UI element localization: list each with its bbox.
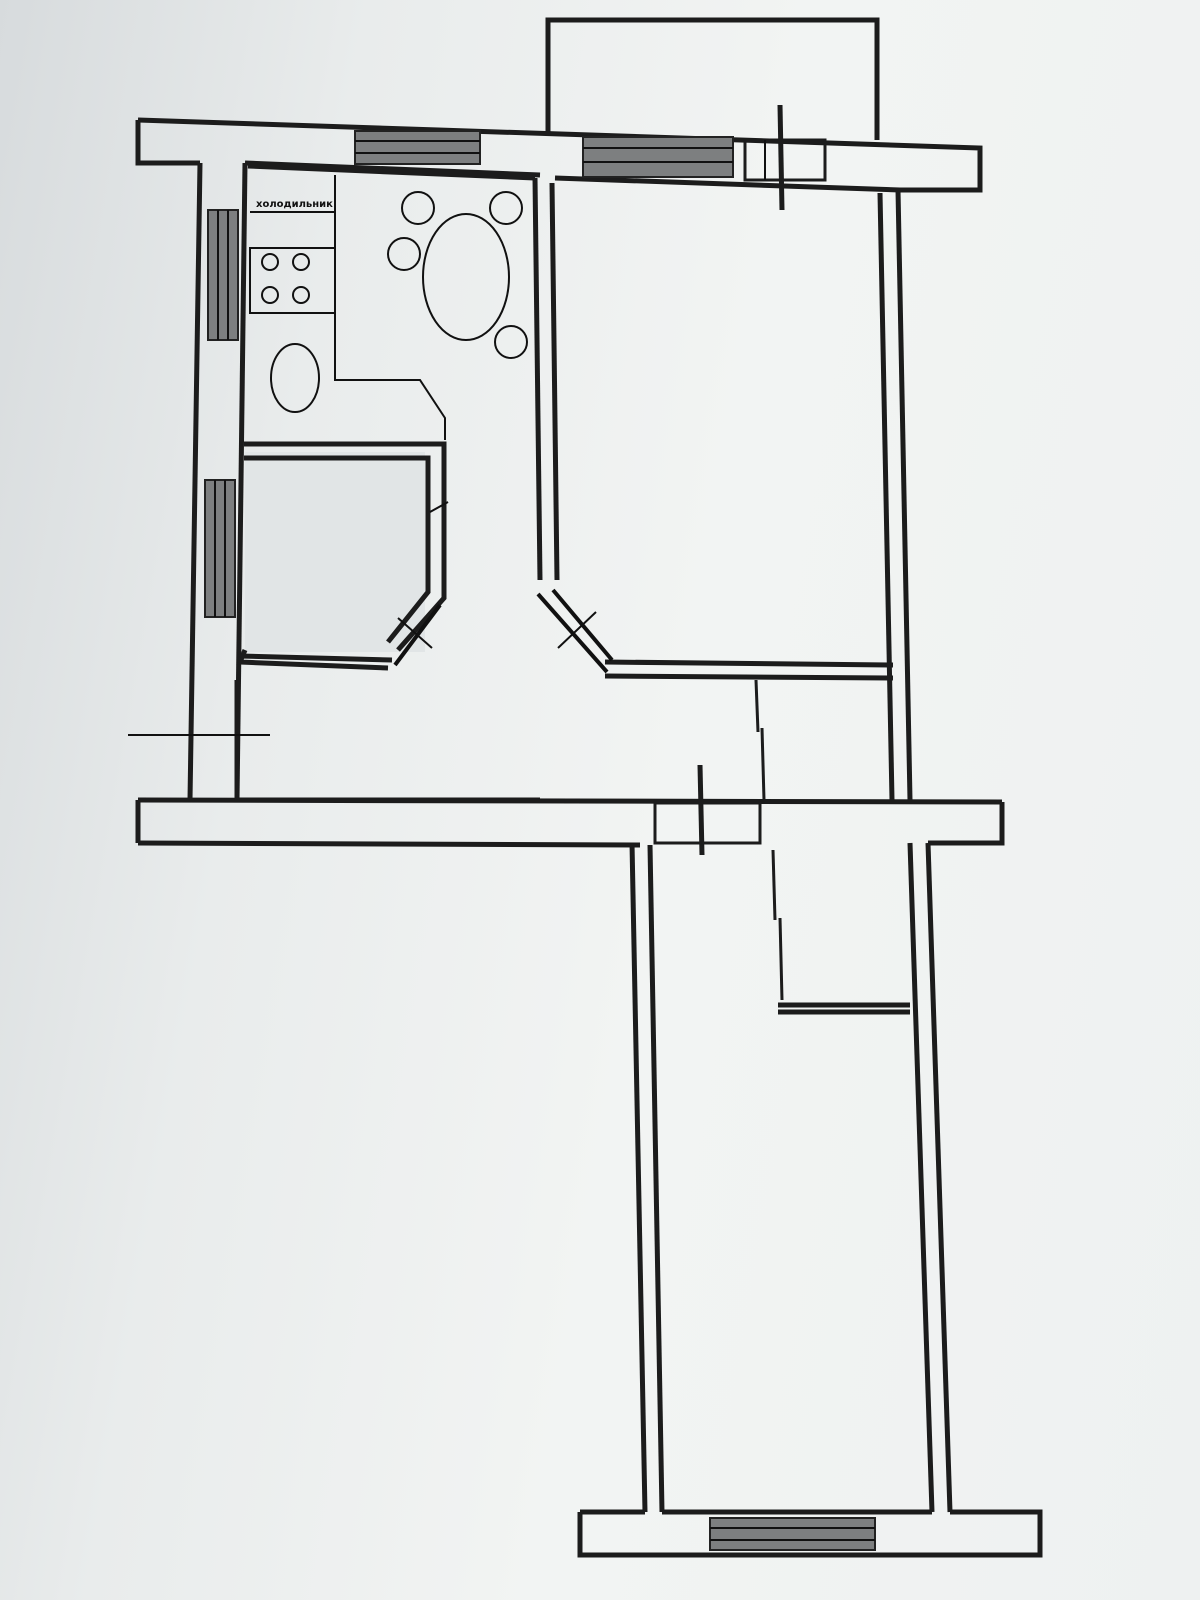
stove-icon [261,253,310,304]
window-bedroom-bottom [709,1517,876,1551]
window-kitchen-top [354,130,481,165]
kitchen: холодильник [247,163,560,581]
living-room [536,189,913,801]
window-room-top [582,136,734,178]
balcony-door [743,104,827,211]
bathroom [236,441,449,671]
balcony [545,17,880,140]
sink-icon [270,343,320,413]
window-kitchen-left [207,209,239,341]
bedroom [629,842,953,1513]
bottom-exterior-wall [577,1509,1043,1558]
chair-icon [401,191,435,225]
window-bath-left [204,479,236,618]
top-exterior-wall [135,117,983,193]
dining-table-icon [422,213,510,341]
chair-icon [489,191,523,225]
bathroom-door [393,501,449,667]
chair-icon [387,237,421,271]
living-room-door [536,588,614,674]
middle-wall-band [135,764,1005,856]
chair-icon [494,325,528,359]
fridge-label: холодильник [256,199,333,210]
